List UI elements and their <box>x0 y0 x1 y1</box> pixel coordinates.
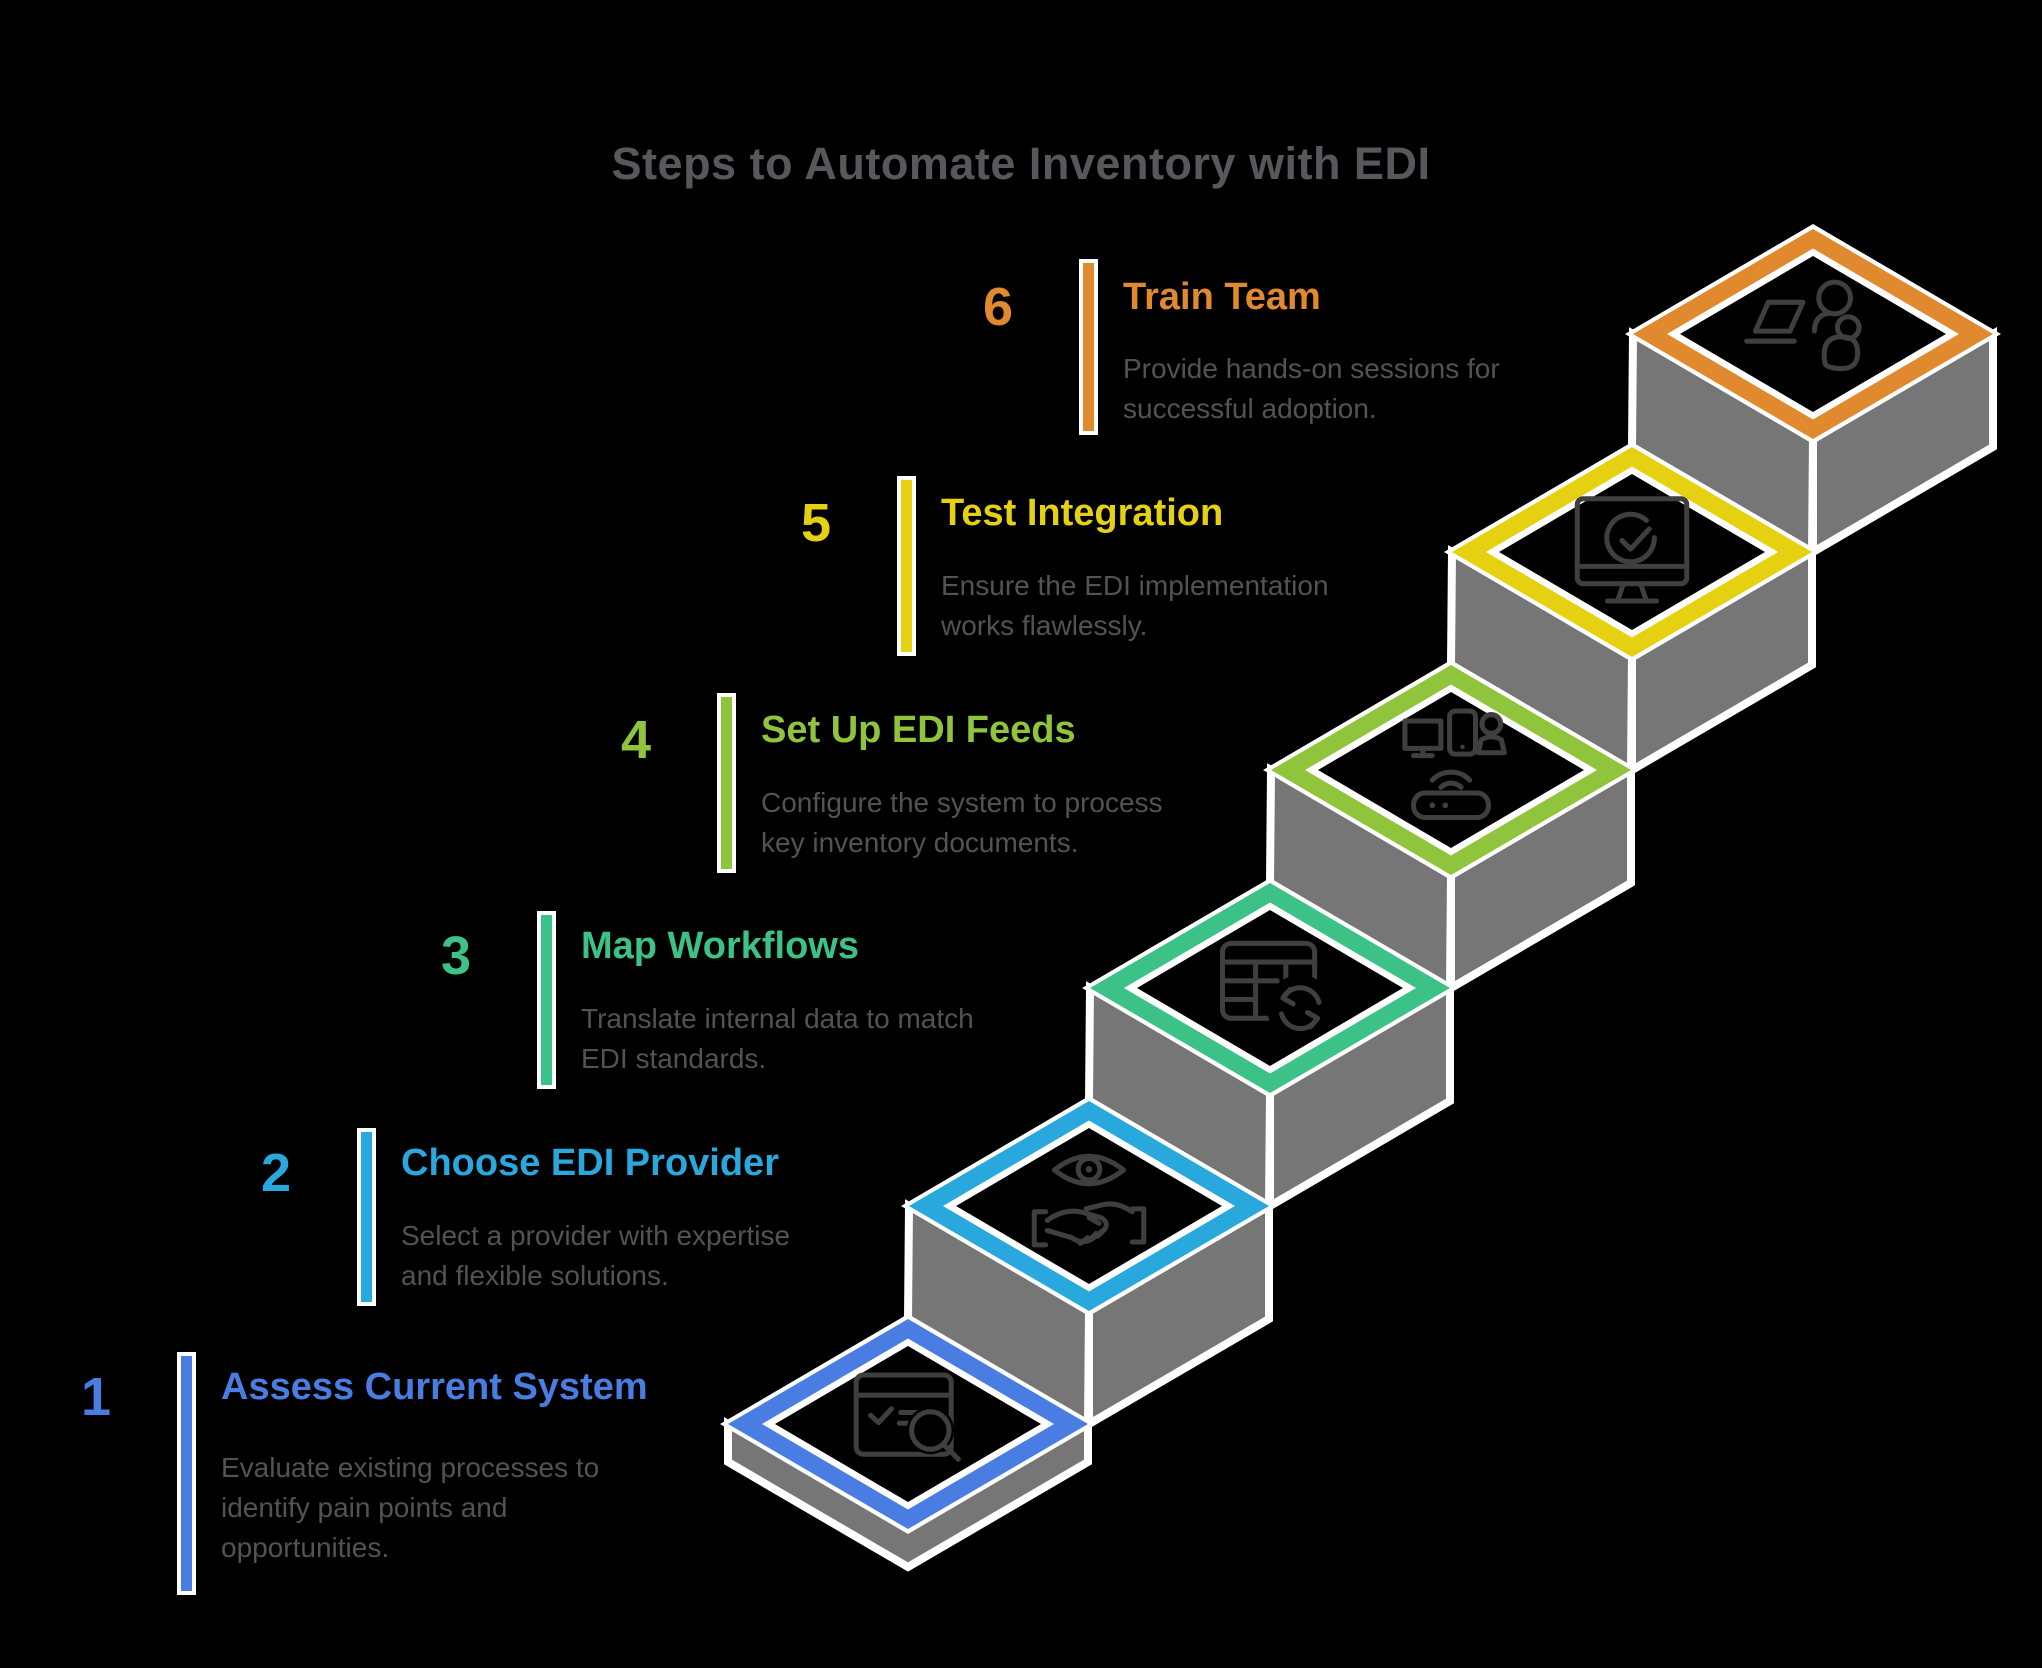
step-3-number: 3 <box>440 926 471 986</box>
step-6-accent-bar <box>1079 259 1098 435</box>
step-1-platform <box>720 1314 1096 1534</box>
step-6-number: 6 <box>982 277 1013 337</box>
eye-handshake-icon <box>1031 1153 1147 1248</box>
step-6-diamond-face <box>1680 256 1946 412</box>
step-5-platform <box>1444 442 1820 662</box>
step-5-accent-bar <box>897 476 916 656</box>
step-2-title: Choose EDI Provider <box>401 1142 779 1184</box>
step-5-diamond-face <box>1499 474 1765 630</box>
step-1-number: 1 <box>80 1367 111 1427</box>
monitor-check-icon <box>1574 496 1690 604</box>
step-5-description: Ensure the EDI implementation works flaw… <box>941 570 1329 641</box>
page-title: Steps to Automate Inventory with EDI <box>611 138 1431 190</box>
step-3-description: Translate internal data to match EDI sta… <box>581 1003 974 1074</box>
step-5-number: 5 <box>800 493 831 553</box>
step-2-platform <box>901 1096 1277 1316</box>
step-4-number: 4 <box>620 710 651 770</box>
step-3-diamond-face <box>1137 910 1403 1066</box>
step-4-title: Set Up EDI Feeds <box>761 709 1076 751</box>
laptop-people-icon <box>1744 279 1862 372</box>
step-2-number: 2 <box>260 1143 291 1203</box>
step-4-accent-bar <box>717 693 736 873</box>
step-1-description: Evaluate existing processes to identify … <box>221 1452 600 1563</box>
step-2-accent-bar <box>357 1128 376 1306</box>
step-5-title: Test Integration <box>941 492 1224 534</box>
step-3-accent-bar <box>537 911 556 1089</box>
step-1-accent-bar <box>177 1352 196 1595</box>
step-4-description: Configure the system to process key inve… <box>761 787 1163 858</box>
step-6-platform <box>1625 224 2001 444</box>
step-4-platform <box>1263 660 1639 880</box>
step-1-title: Assess Current System <box>221 1366 648 1408</box>
table-sync-icon <box>1219 940 1334 1042</box>
devices-network-icon <box>1402 708 1507 821</box>
audit-search-icon <box>853 1372 961 1462</box>
step-2-description: Select a provider with expertise and fle… <box>401 1220 791 1291</box>
step-6-title: Train Team <box>1123 276 1321 318</box>
step-3-platform <box>1082 878 1458 1098</box>
step-3-title: Map Workflows <box>581 925 859 967</box>
step-6-description: Provide hands-on sessions for successful… <box>1123 353 1500 424</box>
